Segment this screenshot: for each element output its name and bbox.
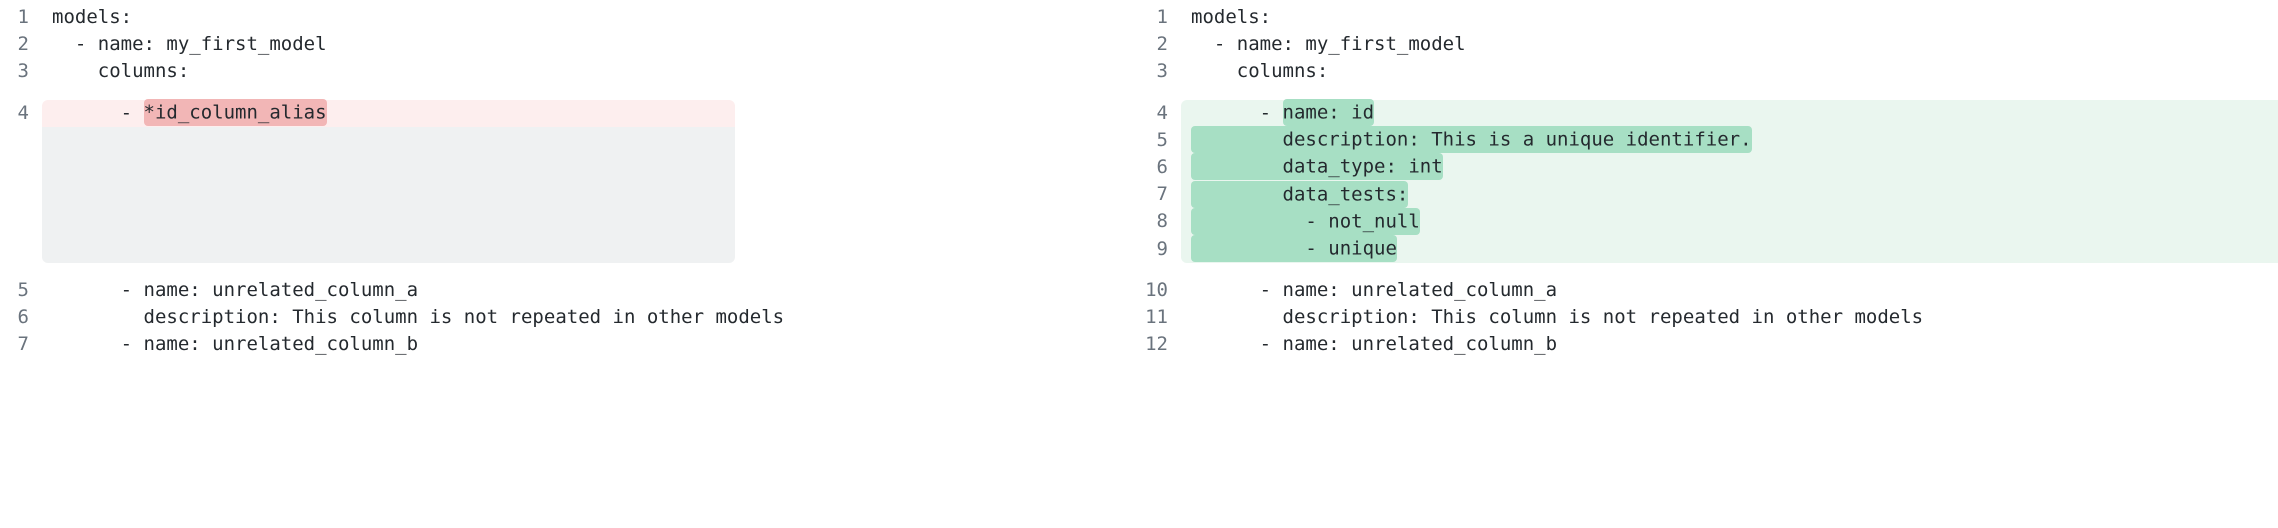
diff-row-background xyxy=(42,153,735,182)
line-number: 5 xyxy=(17,278,29,301)
code-line-row[interactable]: 11 description: This column is not repea… xyxy=(1139,304,2278,331)
code-line-row[interactable]: 2 - name: my_first_model xyxy=(1139,31,2278,58)
code-line-row[interactable] xyxy=(0,126,1139,154)
code-line-row[interactable]: 4 - *id_column_alias xyxy=(0,99,1139,127)
code-line-row[interactable]: 12 - name: unrelated_column_b xyxy=(1139,331,2278,358)
removed-word-highlight: *id_column_alias xyxy=(143,99,327,127)
code-line-row[interactable]: 7 - name: unrelated_column_b xyxy=(0,331,1139,358)
line-number: 6 xyxy=(1156,155,1168,178)
code-line-text: - *id_column_alias xyxy=(42,99,327,127)
code-line-text: - name: my_first_model xyxy=(1181,31,1466,58)
code-line-text: data_tests: xyxy=(1181,180,1409,208)
line-number: 4 xyxy=(1156,101,1168,124)
code-line-row[interactable]: 3 columns: xyxy=(1139,58,2278,85)
code-line-text: columns: xyxy=(1181,58,1329,85)
code-plain-segment: description: This column is not repeated… xyxy=(52,305,785,328)
code-line-text: data_type: int xyxy=(1181,153,1443,181)
code-line-row[interactable] xyxy=(0,181,1139,209)
added-word-highlight: data_type: int xyxy=(1191,153,1443,181)
code-line-text: - name: id xyxy=(1181,99,1375,127)
code-line-row[interactable]: 4 - name: id xyxy=(1139,99,2278,127)
diff-row-background xyxy=(42,126,735,154)
code-line-row[interactable]: 1 models: xyxy=(0,4,1139,31)
line-number: 2 xyxy=(1156,33,1168,56)
line-number: 7 xyxy=(17,333,29,356)
code-plain-segment: - xyxy=(52,101,144,124)
added-word-highlight: - unique xyxy=(1191,235,1397,262)
code-line-text: - unique xyxy=(1181,235,1397,263)
code-plain-segment: - name: my_first_model xyxy=(52,33,327,56)
added-word-highlight: data_tests: xyxy=(1191,180,1409,208)
code-line-text: - name: unrelated_column_b xyxy=(1181,331,1557,358)
code-line-text: - name: my_first_model xyxy=(42,31,327,58)
line-number: 11 xyxy=(1145,305,1168,328)
diff-row-background xyxy=(42,235,735,263)
line-number: 6 xyxy=(17,305,29,328)
line-number: 2 xyxy=(17,33,29,56)
code-line-row[interactable]: 10 - name: unrelated_column_a xyxy=(1139,277,2278,304)
code-line-text: description: This is a unique identifier… xyxy=(1181,126,1752,154)
code-line-text: - name: unrelated_column_b xyxy=(42,331,418,358)
code-line-row[interactable]: 9 - unique xyxy=(1139,235,2278,263)
code-line-row[interactable]: 5 - name: unrelated_column_a xyxy=(0,277,1139,304)
line-number: 5 xyxy=(1156,128,1168,151)
diff-row-background xyxy=(42,208,735,236)
code-line-row[interactable]: 6 data_type: int xyxy=(1139,153,2278,182)
line-number: 4 xyxy=(17,101,29,124)
diff-row-background xyxy=(42,181,735,209)
code-line-row[interactable]: 2 - name: my_first_model xyxy=(0,31,1139,58)
code-plain-segment: columns: xyxy=(1191,60,1329,83)
code-line-row[interactable]: 1 models: xyxy=(1139,4,2278,31)
line-number: 7 xyxy=(1156,183,1168,206)
code-plain-segment: - name: unrelated_column_a xyxy=(52,278,419,301)
line-number: 9 xyxy=(1156,237,1168,260)
code-line-row[interactable]: 6 description: This column is not repeat… xyxy=(0,304,1139,331)
code-line-text: models: xyxy=(42,4,132,31)
code-line-row[interactable] xyxy=(0,208,1139,236)
code-plain-segment: - name: unrelated_column_b xyxy=(1191,333,1558,356)
line-number: 1 xyxy=(1156,6,1168,28)
line-number: 3 xyxy=(17,60,29,83)
code-plain-segment: models: xyxy=(52,6,133,28)
line-number: 1 xyxy=(17,6,29,28)
code-line-text: - name: unrelated_column_a xyxy=(1181,277,1557,304)
code-line-row[interactable]: 5 description: This is a unique identifi… xyxy=(1139,126,2278,154)
code-line-row[interactable] xyxy=(0,153,1139,182)
added-word-highlight: name: id xyxy=(1282,99,1375,127)
code-line-text: - name: unrelated_column_a xyxy=(42,277,418,304)
line-number: 10 xyxy=(1145,278,1168,301)
line-number: 3 xyxy=(1156,60,1168,83)
code-plain-segment: columns: xyxy=(52,60,190,83)
code-line-text: models: xyxy=(1181,4,1271,31)
diff-gap-spacer xyxy=(1139,263,2278,277)
code-line-row[interactable] xyxy=(0,235,1139,263)
line-number: 12 xyxy=(1145,333,1168,356)
added-word-highlight: description: This is a unique identifier… xyxy=(1191,126,1752,154)
diff-gap-spacer xyxy=(0,263,1139,277)
code-line-text: description: This column is not repeated… xyxy=(42,304,785,331)
code-line-row[interactable]: 3 columns: xyxy=(0,58,1139,85)
code-plain-segment: - name: unrelated_column_a xyxy=(1191,278,1558,301)
code-plain-segment: - name: my_first_model xyxy=(1191,33,1466,56)
code-line-text: columns: xyxy=(42,58,190,85)
code-plain-segment: - name: unrelated_column_b xyxy=(52,333,419,356)
code-line-text: - not_null xyxy=(1181,207,1420,235)
added-word-highlight: - not_null xyxy=(1191,207,1420,235)
code-plain-segment: - xyxy=(1191,101,1283,124)
code-line-text: description: This column is not repeated… xyxy=(1181,304,1924,331)
code-line-row[interactable]: 7 data_tests: xyxy=(1139,180,2278,209)
diff-gap-spacer xyxy=(0,86,1139,100)
code-plain-segment: models: xyxy=(1191,6,1272,28)
code-line-row[interactable]: 8 - not_null xyxy=(1139,207,2278,236)
diff-gap-spacer xyxy=(1139,86,2278,100)
line-number: 8 xyxy=(1156,210,1168,233)
code-plain-segment: description: This column is not repeated… xyxy=(1191,305,1924,328)
